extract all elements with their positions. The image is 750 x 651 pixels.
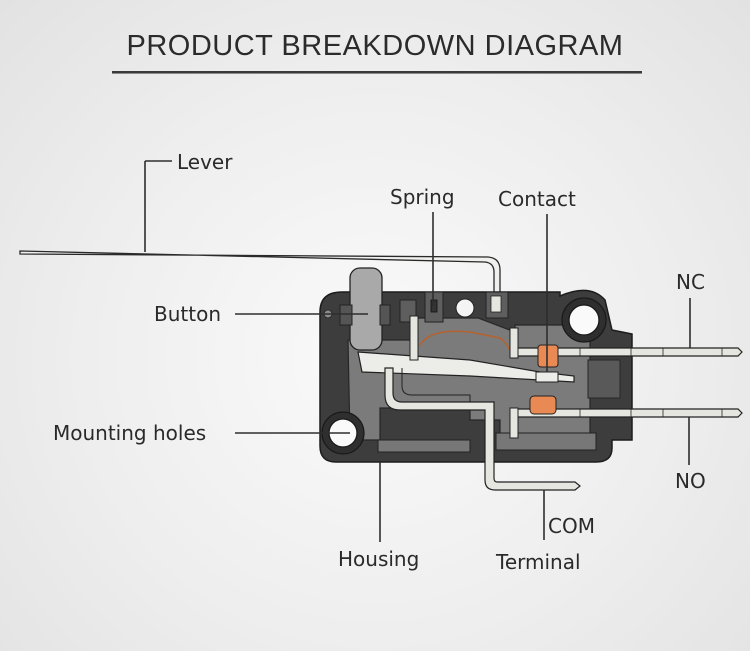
mounting-hole-top — [561, 297, 607, 343]
label-mounting-holes: Mounting holes — [53, 421, 206, 445]
label-button: Button — [154, 302, 221, 326]
label-housing: Housing — [338, 547, 419, 571]
diagram-title: PRODUCT BREAKDOWN DIAGRAM — [126, 30, 624, 62]
label-lever: Lever — [177, 150, 233, 174]
no-terminal — [509, 407, 743, 439]
label-nc: NC — [676, 270, 705, 294]
contact-upper — [535, 344, 559, 383]
label-spring: Spring — [390, 185, 455, 209]
label-com: COM — [548, 514, 595, 538]
label-contact: Contact — [498, 187, 576, 211]
nc-terminal — [509, 327, 743, 359]
callout-lever — [144, 160, 172, 252]
com-terminal — [384, 315, 581, 491]
spring-anchor — [430, 299, 438, 313]
title-underline — [112, 71, 642, 74]
pivot-hole — [455, 298, 475, 318]
button-plunger — [339, 267, 391, 351]
label-terminal: Terminal — [495, 550, 581, 574]
label-no: NO — [675, 469, 706, 493]
contact-lower — [529, 395, 557, 415]
